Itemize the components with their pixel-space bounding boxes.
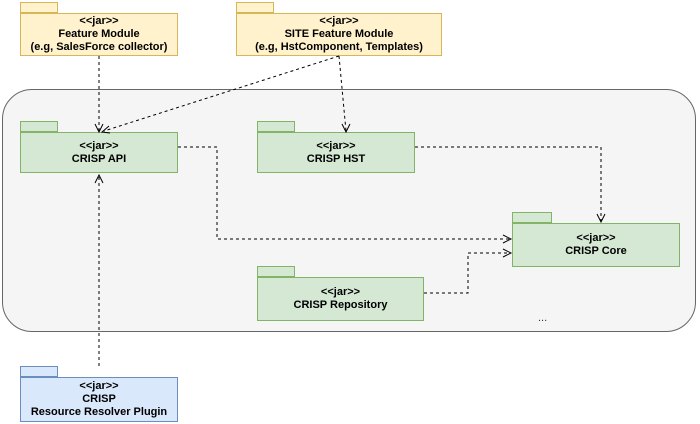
package-name: CRISP API <box>71 152 127 165</box>
package-name: CRISP Core <box>565 245 627 257</box>
stereotype-label: <<jar>> <box>79 15 119 27</box>
stereotype-label: <<jar>> <box>320 286 361 298</box>
package-crisp-api[interactable]: <<jar>> CRISP API <box>20 121 178 173</box>
package-subtitle: (e.g, HstComponent, Templates) <box>255 41 423 53</box>
edge-site-to-hst <box>338 55 347 132</box>
arrowhead-repository-to-core <box>502 248 513 258</box>
package-site-feature-module[interactable]: <<jar>> SITE Feature Module (e.g, HstCom… <box>236 2 442 56</box>
package-body: <<jar>> Feature Module (e.g, SalesForce … <box>20 13 178 56</box>
package-name: SITE Feature Module <box>284 28 394 40</box>
package-name: Feature Module <box>58 28 140 40</box>
package-tab <box>257 121 295 132</box>
package-tab <box>236 2 274 13</box>
ellipsis-label: ... <box>538 312 548 324</box>
stereotype-label: <<jar>> <box>319 15 359 27</box>
package-tab <box>20 2 58 13</box>
edge-hst-to-core <box>415 146 602 222</box>
edge-site-to-api <box>103 55 340 132</box>
package-crisp-core[interactable]: <<jar>> CRISP Core <box>512 212 680 267</box>
package-tab <box>257 266 295 277</box>
package-crisp-hst[interactable]: <<jar>> CRISP HST <box>257 121 415 173</box>
stereotype-label: <<jar>> <box>576 232 616 244</box>
arrowhead-resolver-to-api <box>94 173 104 184</box>
stereotype-label: <<jar>> <box>79 380 119 392</box>
package-subtitle: Resource Resolver Plugin <box>30 406 168 418</box>
package-name: CRISP Repository <box>293 299 388 311</box>
arrowhead-site-to-api <box>100 125 111 134</box>
package-body: <<jar>> CRISP API <box>20 132 178 173</box>
package-resource-resolver-plugin[interactable]: <<jar>> CRISP Resource Resolver Plugin <box>20 366 178 422</box>
package-tab <box>20 121 58 132</box>
stereotype-label: <<jar>> <box>79 139 119 152</box>
edge-api-to-core <box>178 146 510 240</box>
stereotype-label: <<jar>> <box>316 139 356 152</box>
package-body: <<jar>> CRISP Core <box>512 223 680 267</box>
package-crisp-repository[interactable]: <<jar>> CRISP Repository <box>257 266 424 321</box>
package-body: <<jar>> CRISP HST <box>257 132 415 173</box>
package-body: <<jar>> CRISP Repository <box>257 277 424 321</box>
arrowhead-api-to-core <box>502 234 513 244</box>
edge-repository-to-core <box>424 252 510 294</box>
arrowhead-site-to-hst <box>341 123 351 134</box>
package-subtitle: (e.g, SalesForce collector) <box>30 41 168 53</box>
package-tab <box>20 366 58 377</box>
package-name: CRISP <box>82 393 116 405</box>
package-feature-module[interactable]: <<jar>> Feature Module (e.g, SalesForce … <box>20 2 178 56</box>
package-body: <<jar>> CRISP Resource Resolver Plugin <box>20 377 178 422</box>
package-body: <<jar>> SITE Feature Module (e.g, HstCom… <box>236 13 442 56</box>
package-name: CRISP HST <box>306 152 366 165</box>
arrowhead-hst-to-core <box>596 213 606 224</box>
package-tab <box>512 212 552 223</box>
arrowhead-feature-to-api <box>94 123 104 134</box>
